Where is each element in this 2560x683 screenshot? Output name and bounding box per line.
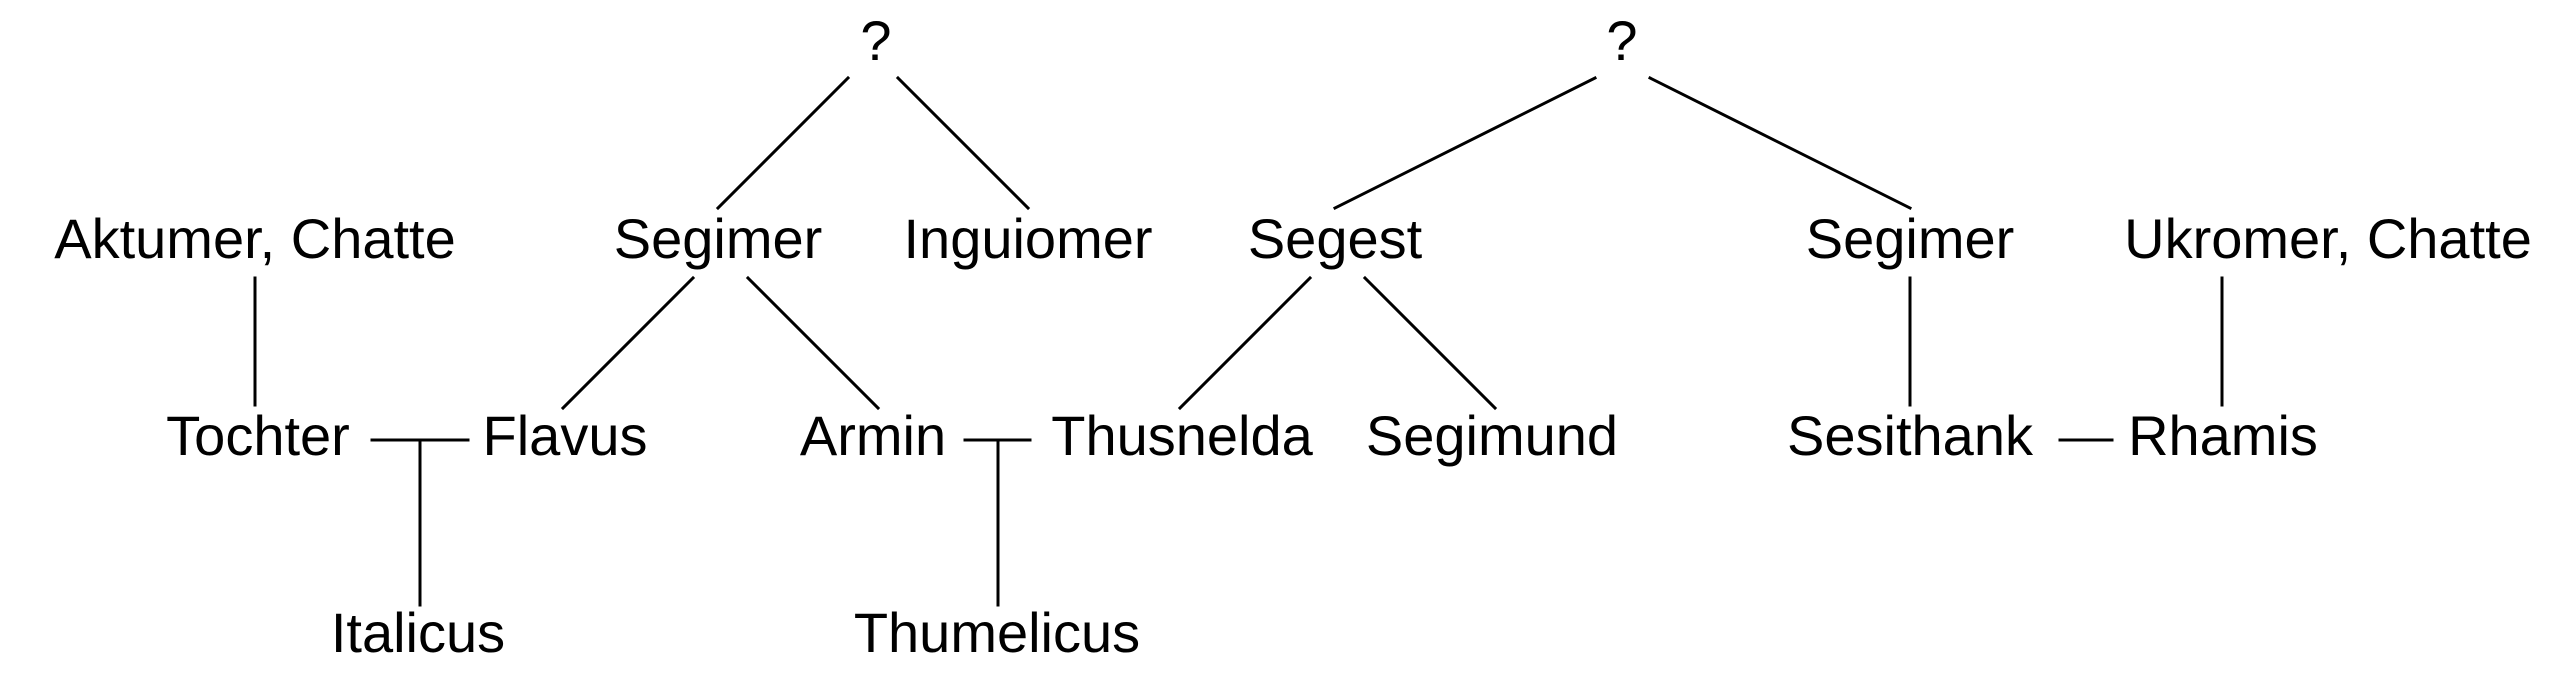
label-segimer-right: Segimer <box>1806 207 2015 270</box>
person-labels: ? ? Aktumer, Chatte Segimer Inguiomer Se… <box>54 9 2532 664</box>
line-unknown-right-to-segimer <box>1647 75 1913 211</box>
label-armin: Armin <box>800 404 946 467</box>
label-segimund: Segimund <box>1366 404 1618 467</box>
line-unknown-right-to-segest <box>1332 75 1598 211</box>
label-segest: Segest <box>1248 207 1423 270</box>
label-ukromer: Ukromer, Chatte <box>2124 207 2532 270</box>
line-segimer-to-armin <box>745 275 881 411</box>
line-segimer-to-flavus <box>560 275 696 411</box>
label-rhamis: Rhamis <box>2128 404 2318 467</box>
label-sesithank: Sesithank <box>1787 404 2034 467</box>
label-flavus: Flavus <box>483 404 648 467</box>
label-italicus: Italicus <box>331 601 505 664</box>
label-segimer-left: Segimer <box>614 207 823 270</box>
connector-lines <box>253 75 2224 607</box>
label-tochter: Tochter <box>166 404 350 467</box>
line-unknown-left-to-segimer <box>715 75 851 211</box>
label-thumelicus: Thumelicus <box>854 601 1140 664</box>
line-segest-to-segimund <box>1362 275 1498 411</box>
line-unknown-left-to-inguiomer <box>895 75 1031 211</box>
label-thusnelda: Thusnelda <box>1051 404 1313 467</box>
label-unknown-left: ? <box>860 9 891 72</box>
label-unknown-right: ? <box>1606 9 1637 72</box>
line-segest-to-thusnelda <box>1177 275 1313 411</box>
label-inguiomer: Inguiomer <box>903 207 1152 270</box>
label-aktumer: Aktumer, Chatte <box>54 207 456 270</box>
